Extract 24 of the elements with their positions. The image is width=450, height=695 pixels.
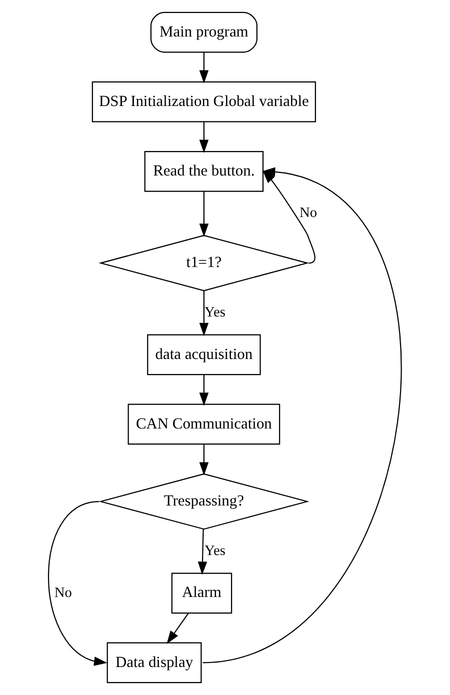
- arrow: [202, 167, 402, 664]
- arrow: [199, 52, 209, 84]
- edge-label: No: [54, 584, 72, 601]
- arrow: [48, 500, 108, 666]
- node-diamond: Trespassing?: [98, 473, 310, 530]
- node-box: DSP Initialization Global variable: [92, 81, 316, 122]
- edge-label: No: [300, 205, 318, 222]
- arrow: [199, 444, 209, 476]
- node-box: data acquisition: [147, 334, 261, 376]
- arrow: [199, 290, 209, 336]
- arrow: [199, 122, 209, 154]
- node-box: Alarm: [171, 572, 232, 614]
- node-box: CAN Communication: [128, 404, 280, 445]
- arrow: [198, 528, 208, 575]
- arrow: [199, 191, 209, 237]
- node-box: Read the button.: [144, 150, 264, 192]
- edge-label: Yes: [204, 542, 226, 559]
- edge-label: Yes: [204, 304, 226, 320]
- node-box: Main program: [150, 12, 258, 53]
- arrow: [166, 613, 189, 644]
- arrow: [199, 374, 209, 406]
- node-box: Data display: [106, 642, 202, 684]
- arrow: [262, 170, 316, 264]
- node-diamond: t1=1?: [98, 234, 310, 292]
